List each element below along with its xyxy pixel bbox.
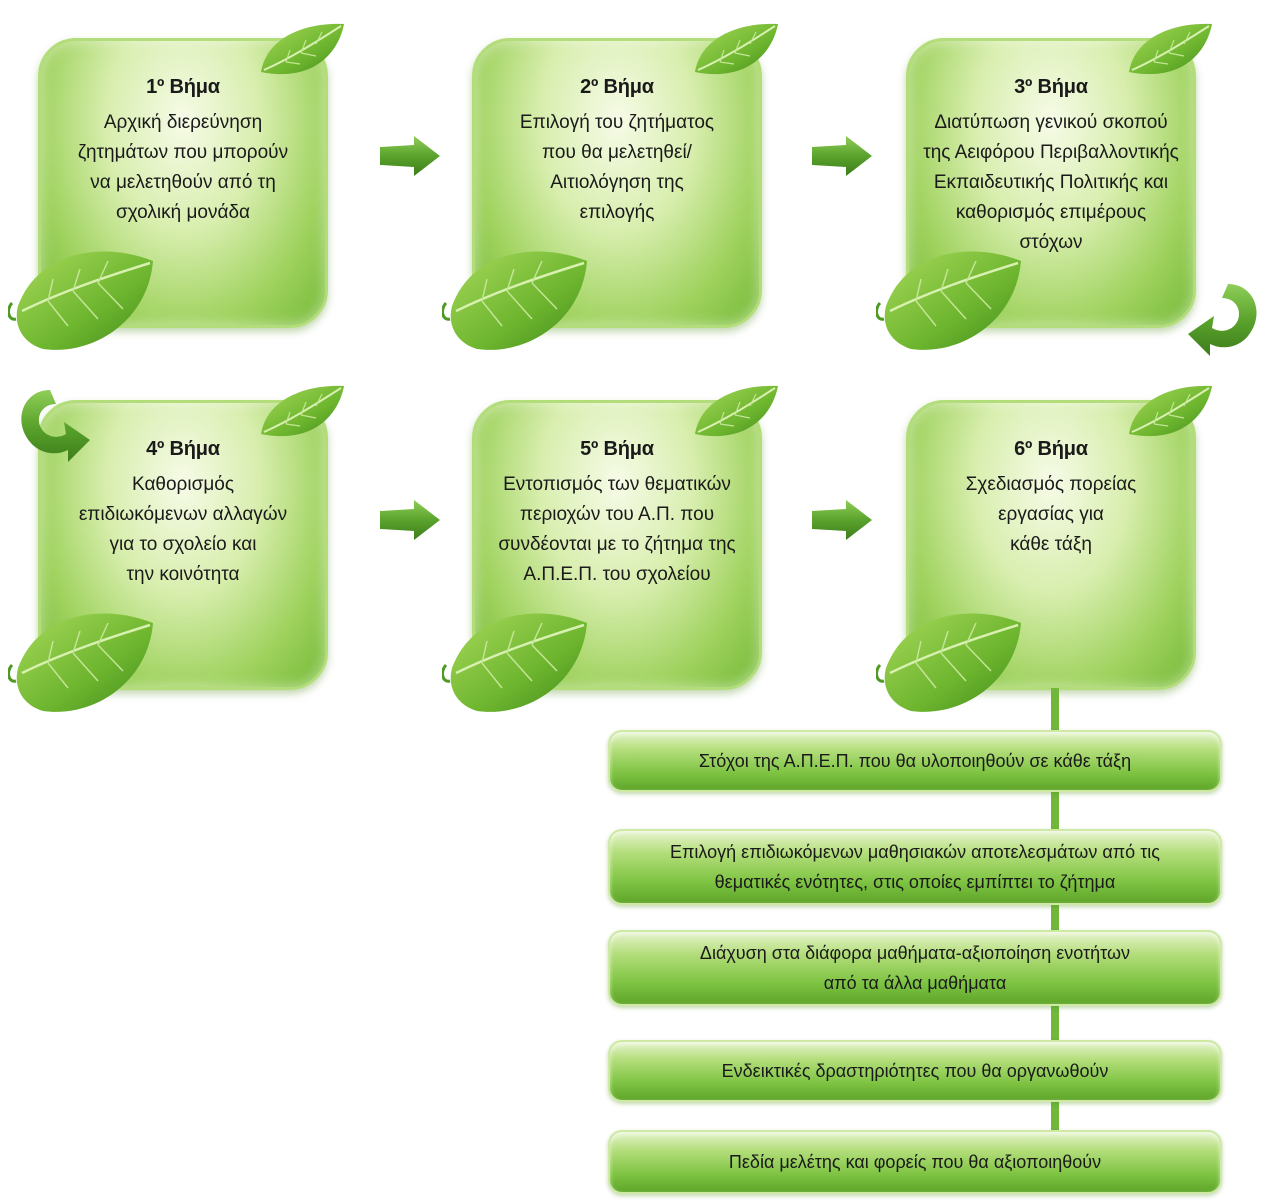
leaf-icon [442, 231, 592, 356]
step-title: 4º Βήμα [146, 438, 220, 460]
step-title: 6º Βήμα [1014, 438, 1088, 460]
step-4-box: 4º Βήμα Καθορισμός επιδιωκόμενων αλλαγών… [38, 400, 328, 690]
step-title: 3º Βήμα [1014, 76, 1088, 98]
sub-step-box: Διάχυση στα διάφορα μαθήματα-αξιοποίηση … [608, 930, 1222, 1006]
sub-step-box: Ενδεικτικές δραστηριότητες που θα οργανω… [608, 1040, 1222, 1102]
step-5-box: 5º Βήμα Εντοπισμός των θεματικών περιοχώ… [472, 400, 762, 690]
step-description: Επιλογή του ζητήματος που θα μελετηθεί/ … [519, 112, 715, 223]
step-description: Καθορισμός επιδιωκόμενων αλλαγών για το … [78, 474, 288, 585]
arrow-right-icon [810, 500, 874, 540]
leaf-icon [442, 593, 592, 718]
step-description: Αρχική διερεύνηση ζητημάτων που μπορούν … [77, 112, 289, 223]
leaf-icon [876, 593, 1026, 718]
curved-arrow-icon [1188, 284, 1257, 356]
step-title: 2º Βήμα [580, 76, 654, 98]
step-3-box: 3º Βήμα Διατύπωση γενικού σκοπού της Αει… [906, 38, 1196, 328]
step-description: Διατύπωση γενικού σκοπού της Αειφόρου Πε… [923, 112, 1179, 253]
step-title: 5º Βήμα [580, 438, 654, 460]
arrow-right-icon [378, 136, 442, 176]
step-6-box: 6º Βήμα Σχεδιασμός πορείας εργασίας για … [906, 400, 1196, 690]
leaf-icon [8, 593, 158, 718]
sub-step-box: Επιλογή επιδιωκόμενων μαθησιακών αποτελε… [608, 829, 1222, 905]
sub-step-box: Πεδία μελέτης και φορείς που θα αξιοποιη… [608, 1130, 1222, 1194]
step-title: 1º Βήμα [146, 76, 220, 98]
arrow-right-icon [378, 500, 442, 540]
step-description: Εντοπισμός των θεματικών περιοχών του Α.… [498, 474, 736, 585]
step-description: Σχεδιασμός πορείας εργασίας για κάθε τάξ… [965, 474, 1137, 555]
arrow-right-icon [810, 136, 874, 176]
curved-arrow-icon [21, 390, 90, 462]
step-2-box: 2º Βήμα Επιλογή του ζητήματος που θα μελ… [472, 38, 762, 328]
leaf-icon [8, 231, 158, 356]
step-1-box: 1º Βήμα Αρχική διερεύνηση ζητημάτων που … [38, 38, 328, 328]
sub-step-box: Στόχοι της Α.Π.Ε.Π. που θα υλοποιηθούν σ… [608, 730, 1222, 792]
